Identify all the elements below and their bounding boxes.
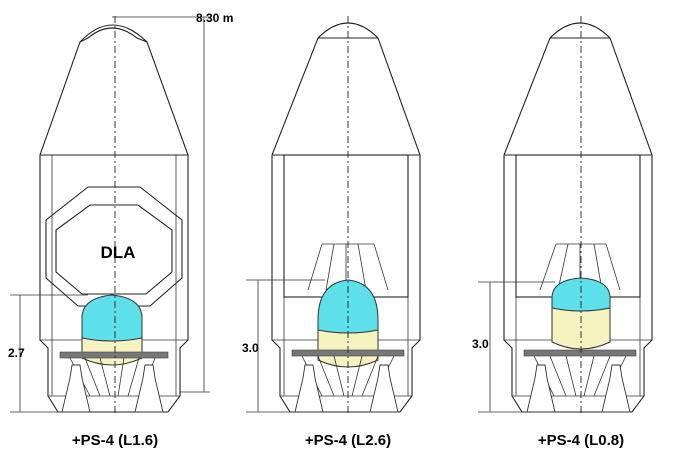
height-dimension-2: 3.0 [242, 341, 259, 355]
ps4-tank-upper [551, 277, 611, 312]
height-dimension-3: 3.0 [472, 337, 489, 351]
nozzle-right [134, 364, 164, 413]
overall-height-label: 8.30 m [196, 11, 233, 25]
nose-cap [79, 24, 148, 43]
nozzle-left [61, 364, 91, 413]
dla-label: DLA [101, 243, 136, 262]
ps4-tank-upper [81, 294, 143, 342]
dla-structure-outer [45, 186, 183, 307]
payload-envelope [515, 154, 641, 298]
caption-2: +PS-4 (L2.6) [305, 432, 391, 449]
height-dimension-1: 2.7 [8, 346, 25, 360]
configuration-l0-8: 3.0 +PS-4 (L0.8) [472, 16, 653, 449]
nozzle-left [526, 364, 556, 413]
nozzle-right [601, 364, 631, 413]
nose-cap [549, 22, 611, 39]
caption-1: +PS-4 (L1.6) [72, 432, 158, 449]
configuration-l1-6: DLA 8.30 m 2.7 +PS-4 (L1.6) [8, 11, 233, 449]
nozzle-left [294, 364, 324, 413]
nozzle-right [369, 364, 399, 413]
strut-ring [523, 349, 637, 357]
fairing-outline [39, 27, 189, 413]
nose-cap [317, 22, 379, 39]
dla-structure-inner [55, 204, 173, 295]
configuration-l2-6: 3.0 +PS-4 (L2.6) [242, 16, 421, 449]
strut-ring [59, 351, 169, 359]
caption-3: +PS-4 (L0.8) [538, 432, 624, 449]
